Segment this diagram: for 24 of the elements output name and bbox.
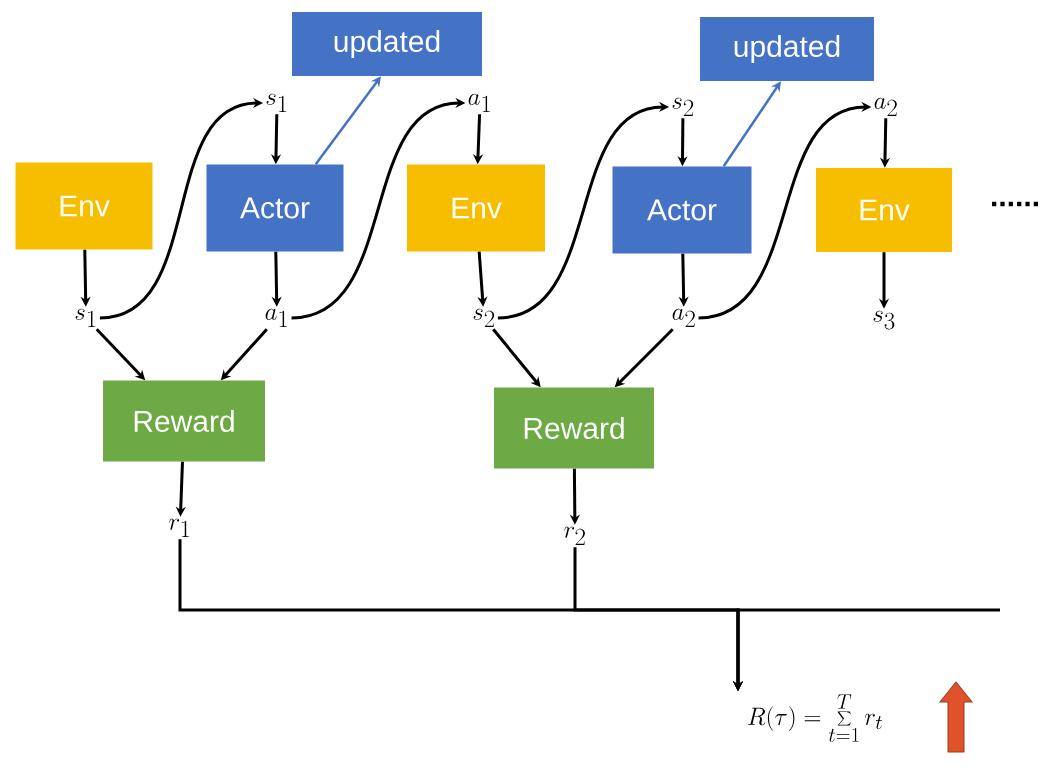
variable-label: $a_{1}$: [468, 93, 490, 113]
reward-box: Reward: [103, 380, 265, 462]
variable-label: $r_{2}$: [564, 526, 585, 546]
continuation-dots: ......: [992, 201, 1038, 207]
actor-box: Actor: [206, 164, 344, 252]
env-box: Env: [407, 164, 545, 252]
variable-label: $s_{2}$: [473, 308, 495, 328]
variable-label: $a_{1}$: [265, 308, 287, 328]
variable-label: $s_{1}$: [75, 308, 96, 328]
variable-label: $a_{2}$: [672, 308, 695, 328]
return-formula: $R(\tau) = \sum_{t=1}^{T} r_{t}$: [748, 694, 882, 742]
variable-label: $s_{1}$: [266, 93, 287, 113]
variable-label: $s_{3}$: [873, 310, 895, 330]
arrow: [314, 76, 381, 166]
arrow: [722, 81, 781, 167]
variable-label: $r_{1}$: [169, 518, 190, 538]
variable-label: $a_{2}$: [874, 97, 897, 117]
env-box: Env: [15, 162, 153, 250]
variable-label: $s_{2}$: [672, 97, 694, 117]
updated-box: updated: [700, 17, 874, 81]
actor-box: Actor: [612, 166, 752, 254]
reward-box: Reward: [494, 387, 654, 469]
env-box: Env: [816, 168, 952, 252]
updated-box: updated: [292, 12, 482, 76]
